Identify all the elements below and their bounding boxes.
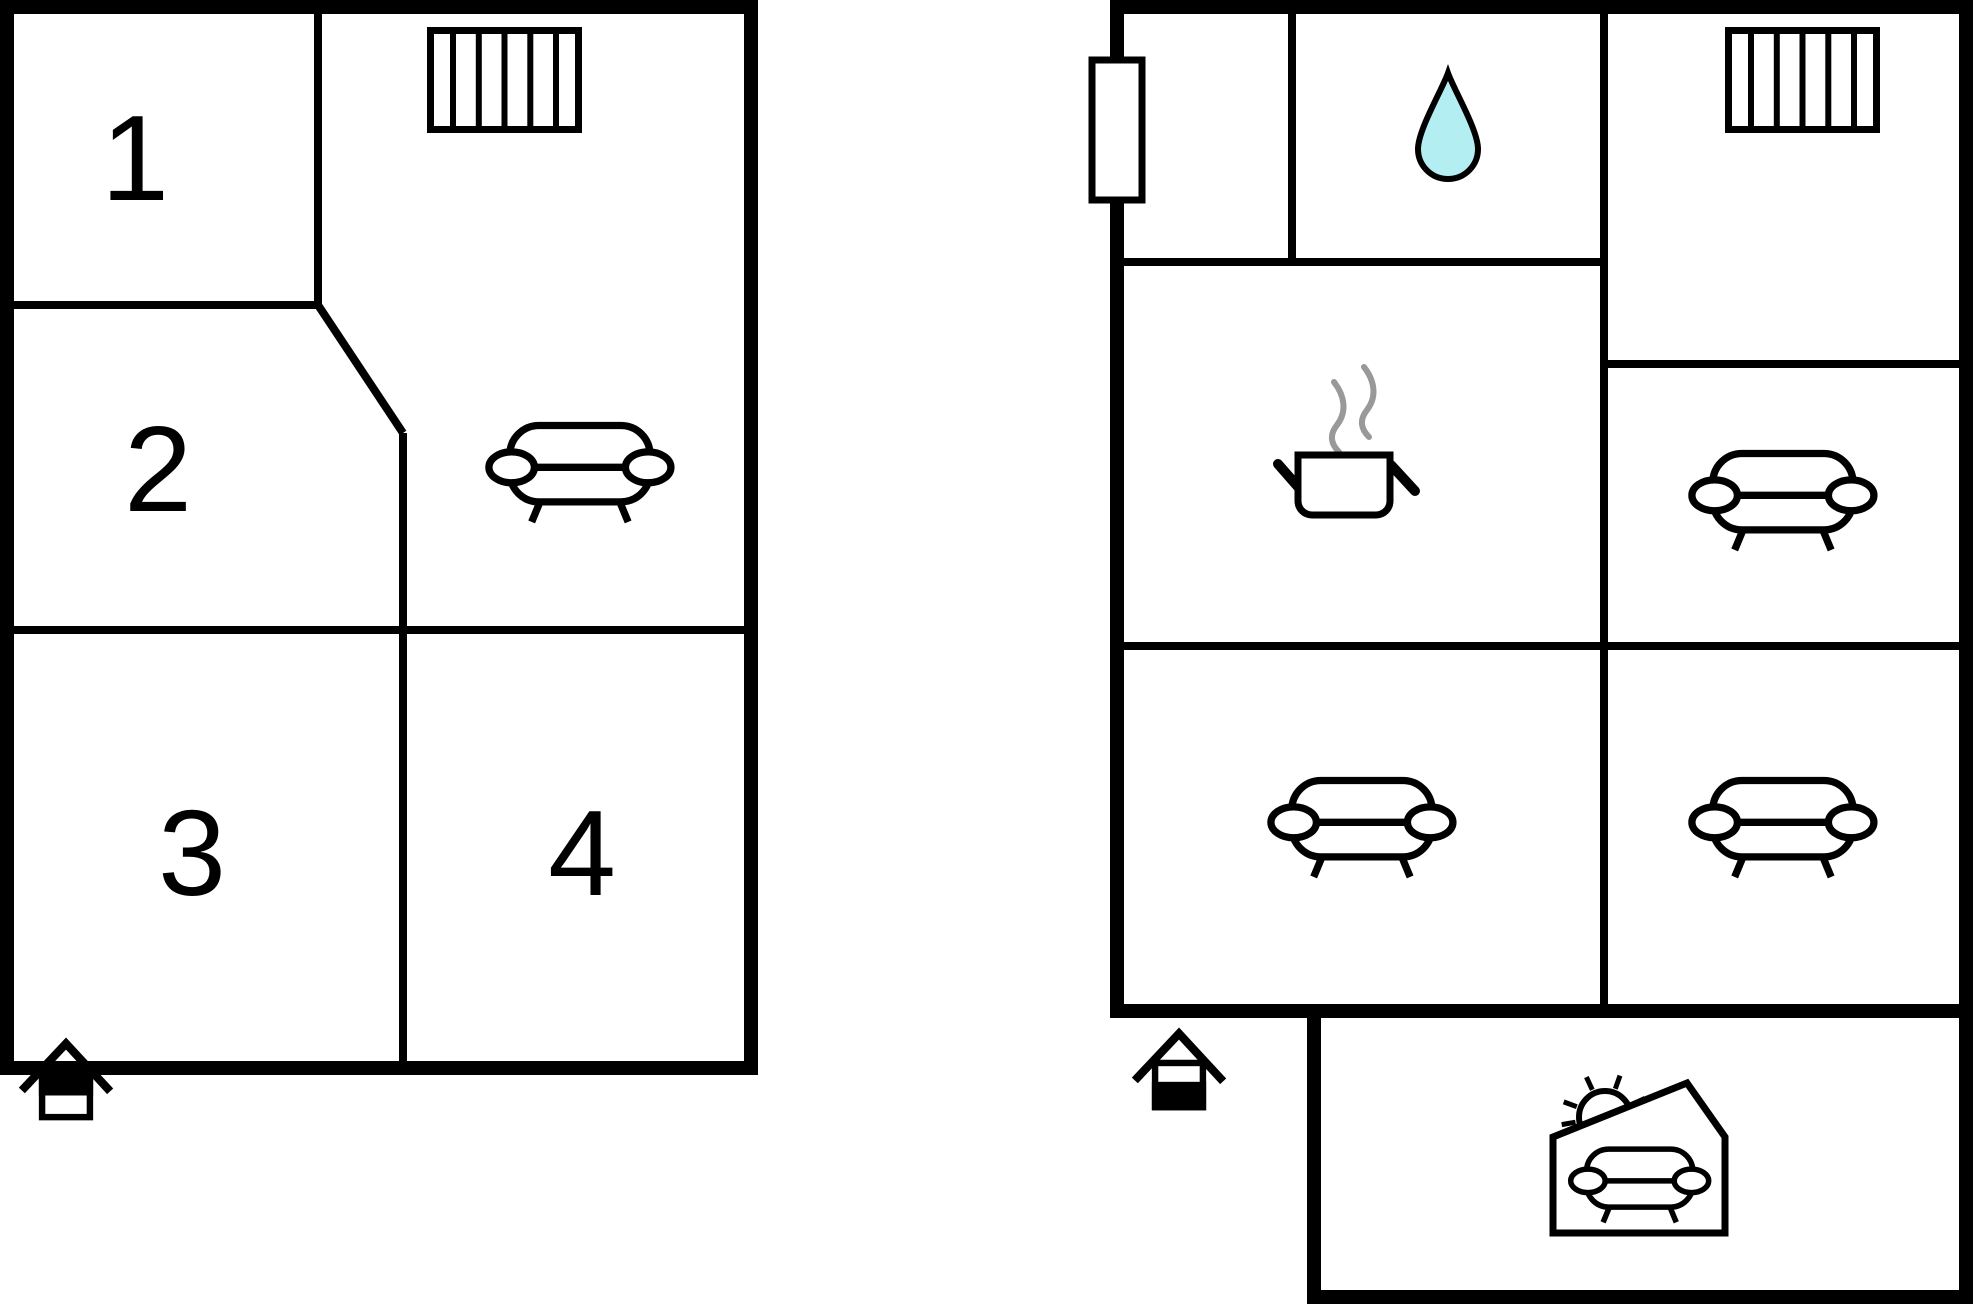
steam-icon xyxy=(1359,364,1377,440)
outer-wall xyxy=(0,0,758,1075)
interior-wall-diagonal xyxy=(314,302,407,436)
room-label-3: 3 xyxy=(158,785,226,921)
cooking-pot-icon xyxy=(1273,364,1420,519)
left-floor-plan: 1 2 3 4 xyxy=(0,0,758,1117)
terrace-sun-sofa-icon xyxy=(1549,1074,1729,1237)
pot-body xyxy=(1294,451,1394,519)
window-icon xyxy=(1088,56,1146,204)
outer-wall xyxy=(1110,0,1973,1304)
entrance-house-icon xyxy=(1135,1034,1223,1111)
pot-handle xyxy=(1386,460,1420,496)
room-label-1: 1 xyxy=(101,90,169,226)
room-label-2: 2 xyxy=(124,401,192,537)
room-label-4: 4 xyxy=(548,785,616,921)
radiator-icon xyxy=(1729,31,1877,130)
radiator-icon xyxy=(431,31,579,130)
steam-icon xyxy=(1329,379,1347,455)
right-floor-plan xyxy=(1088,0,1973,1304)
